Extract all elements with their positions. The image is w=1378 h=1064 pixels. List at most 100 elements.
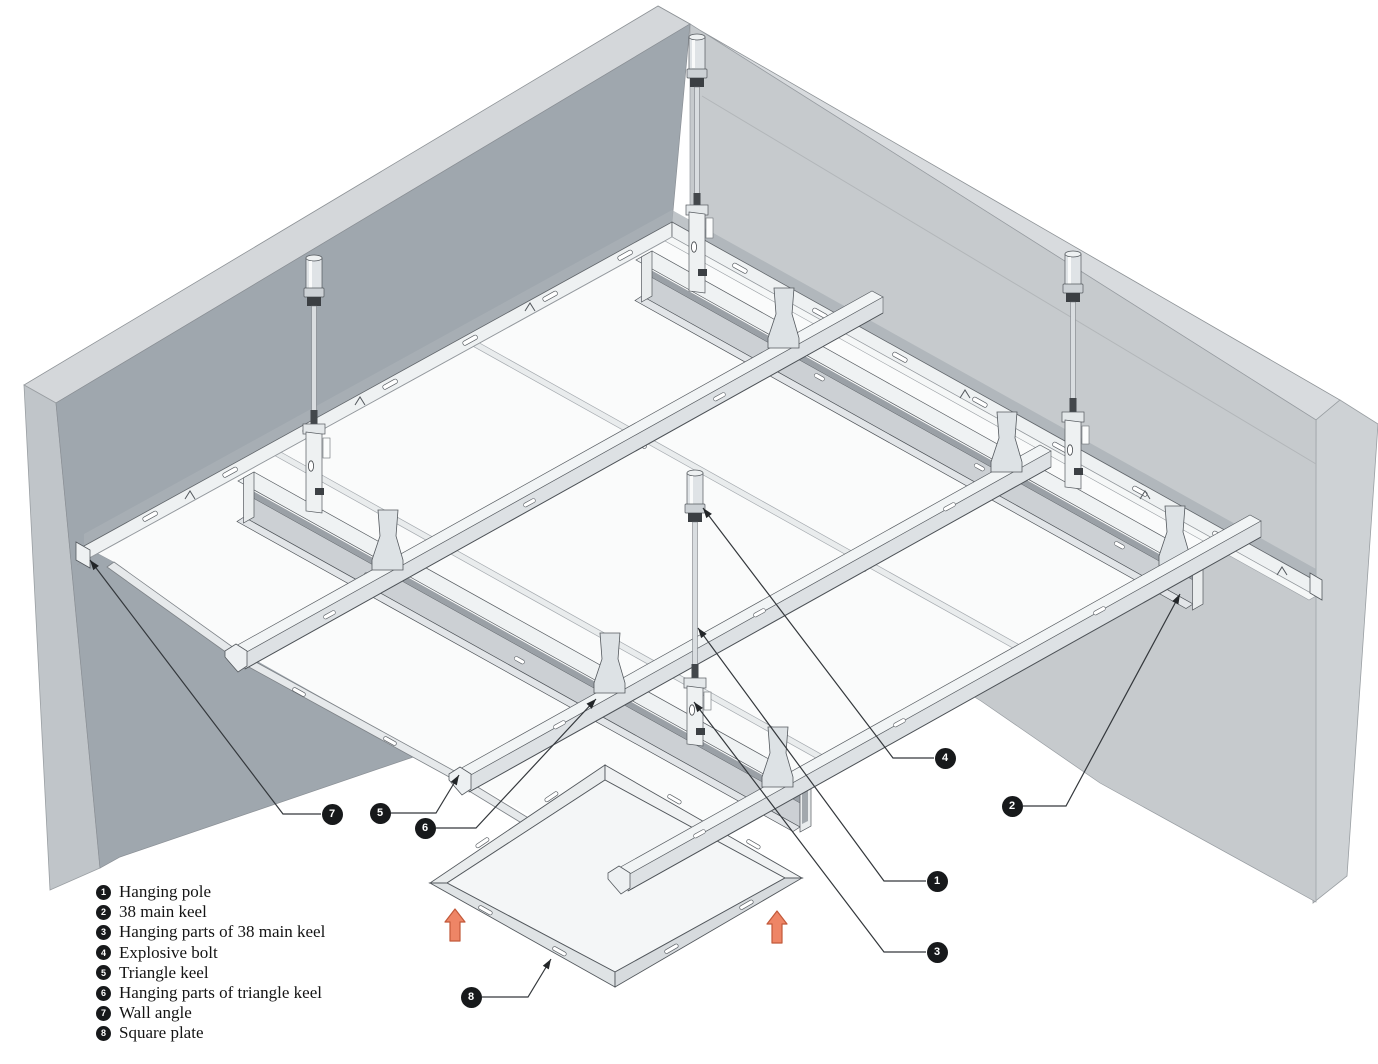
legend-label: 38 main keel: [119, 902, 207, 922]
leader-arrowheads: [90, 508, 1180, 970]
leader-3: [693, 701, 926, 953]
triangle-keel-1-end-profile: [224, 643, 248, 673]
triangle-keel-clip: [990, 411, 1023, 473]
keel-hanger-bracket: [1064, 419, 1082, 490]
bolt-nut: [307, 297, 321, 306]
leader-1: [697, 627, 926, 882]
rod-thread: [691, 664, 699, 678]
legend-label: Wall angle: [119, 1003, 192, 1023]
main-keel-1-lip: [634, 295, 1194, 609]
pole-rod: [692, 521, 698, 671]
triangle-keel-3-end-profile: [607, 865, 631, 895]
callout-8-square-plate: 8: [460, 986, 482, 1008]
triangle-keel-3: [607, 514, 1262, 895]
wall-angle-left-end: [75, 541, 91, 569]
hanger-pin: [315, 488, 324, 495]
hanger-keyhole: [689, 704, 696, 716]
hanging-pole-right: [1061, 250, 1090, 490]
legend-item-triangle-keel: 5 Triangle keel: [96, 963, 325, 983]
right-wall-end-face: [1312, 399, 1378, 904]
triangle-keel-clip: [767, 287, 800, 349]
explosive-bolt: [1064, 253, 1082, 287]
callout-3-hanging-parts-38-main-keel: 3: [926, 941, 948, 963]
callout-1-hanging-pole: 1: [926, 870, 948, 892]
hanger-tag: [1081, 425, 1090, 445]
legend-label: Explosive bolt: [119, 942, 218, 962]
hanging-pole-top-center: [685, 33, 714, 294]
legend-number-badge: 6: [96, 985, 111, 1001]
callout-6-hanging-parts-triangle-keel: 6: [414, 817, 436, 839]
hanger-pin: [696, 728, 705, 735]
hanger-tag: [705, 217, 714, 239]
bolt-collar: [1062, 283, 1084, 294]
callout-2-38-main-keel: 2: [1001, 795, 1023, 817]
leader-2: [1023, 593, 1181, 807]
keel-hanger-bracket: [688, 211, 706, 294]
pole-rod: [311, 305, 317, 415]
callout-5-triangle-keel: 5: [369, 802, 391, 824]
up-arrow-right: [766, 910, 788, 944]
plate-flange-near-right: [614, 877, 804, 988]
legend-item-38-main-keel: 2 38 main keel: [96, 902, 325, 922]
legend-item-hanging-pole: 1 Hanging pole: [96, 882, 325, 902]
lift-arrows: [444, 908, 788, 944]
keel-hanger-bracket: [305, 431, 323, 514]
hanger-tag: [322, 437, 331, 459]
legend-number-badge: 7: [96, 1005, 111, 1021]
hanger-pin: [698, 269, 707, 276]
bolt-collar: [686, 68, 708, 79]
keel-hanging-clips: [371, 287, 1191, 694]
wall-angle-left-slots: [142, 249, 633, 522]
main-keel-1-holes: [814, 373, 1125, 550]
legend-label: Hanging parts of 38 main keel: [119, 922, 326, 942]
leader-7: [89, 559, 321, 815]
main-keel-1-end-left: [641, 250, 653, 303]
plate-slots: [475, 791, 761, 957]
wall-angle-right-end: [1309, 572, 1323, 601]
explosive-bolt: [305, 257, 323, 291]
rod-thread: [693, 193, 701, 207]
main-keel-2-end-right-inner: [802, 790, 808, 824]
callout-7-wall-angle: 7: [321, 803, 343, 825]
legend-label: Triangle keel: [119, 962, 209, 982]
triangle-keel-clip: [761, 726, 794, 788]
legend-number-badge: 2: [96, 904, 111, 920]
main-keel-2-end-left: [243, 471, 255, 524]
hanger-keyhole: [1067, 444, 1074, 456]
bolt-nut: [1066, 293, 1080, 302]
leader-6: [436, 698, 597, 829]
legend-item-explosive-bolt: 4 Explosive bolt: [96, 943, 325, 963]
up-arrow-left: [444, 908, 466, 942]
leader-4: [702, 507, 934, 759]
right-wall-seam: [701, 95, 1317, 465]
pole-rod: [1070, 301, 1076, 403]
wall-angle-left: [75, 221, 673, 569]
hanger-pin: [1074, 468, 1083, 475]
legend-number-badge: 5: [96, 965, 111, 981]
leader-5: [391, 774, 460, 814]
hanging-pole-center-exploded: [683, 469, 712, 747]
hanger-keyhole: [307, 460, 314, 472]
hanger-tag: [703, 691, 712, 711]
rod-thread: [310, 410, 318, 424]
explosive-bolt: [688, 36, 706, 71]
hanger-keyhole: [691, 241, 698, 253]
callout-4-explosive-bolt: 4: [934, 747, 956, 769]
legend-number-badge: 8: [96, 1025, 111, 1041]
legend-number-badge: 1: [96, 884, 111, 900]
legend-label: Hanging pole: [119, 882, 212, 902]
bolt-collar: [684, 503, 706, 514]
triangle-keel-clip: [371, 509, 404, 571]
hanging-pole-left: [302, 254, 331, 514]
legend-item-wall-angle: 7 Wall angle: [96, 1003, 325, 1023]
legend-number-badge: 4: [96, 945, 111, 961]
rod-thread: [1069, 398, 1077, 412]
wall-angle-left-notches: [184, 302, 536, 500]
explosive-bolt: [686, 472, 704, 507]
